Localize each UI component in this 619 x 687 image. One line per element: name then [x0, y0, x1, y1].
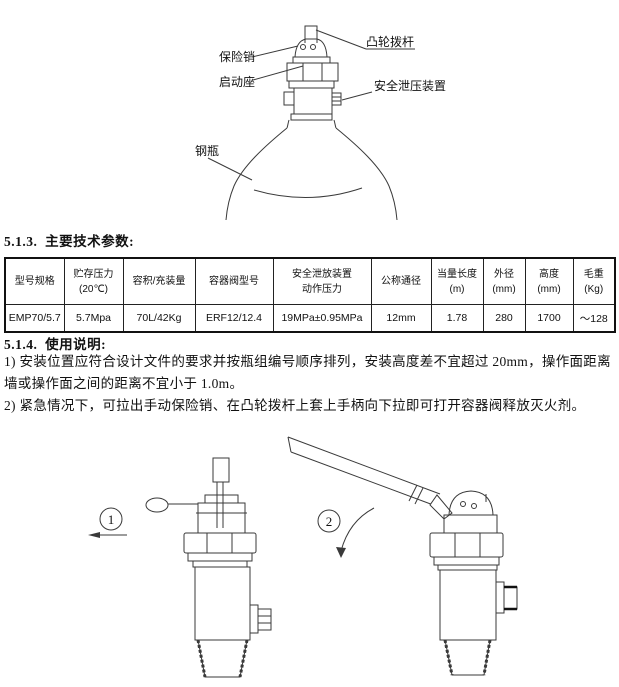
header-volume: 容积/充装量	[122, 257, 196, 305]
step1-number: 1	[108, 512, 115, 527]
thread-hatch	[196, 639, 207, 678]
header-equivalent-length: 当量长度 (m)	[430, 257, 484, 305]
header-gross-weight: 毛重 (Kg)	[572, 257, 616, 305]
value-relief-pressure: 19MPa±0.95MPa	[272, 304, 372, 333]
label-cylinder: 钢瓶	[195, 144, 219, 158]
rotate-direction-arrow	[336, 547, 346, 558]
header-outer-diameter: 外径 (mm)	[482, 257, 526, 305]
header-nominal-diameter: 公称通径	[370, 257, 432, 305]
step2-number: 2	[326, 514, 333, 529]
valve-step2-outline	[287, 436, 518, 676]
operation-diagrams: 1	[88, 436, 518, 678]
cylinder-outline	[225, 119, 398, 221]
thread-hatch	[238, 639, 249, 678]
valve-step1-outline	[145, 457, 272, 678]
header-model: 型号规格	[4, 257, 65, 305]
label-cam-lever: 凸轮拨杆	[366, 35, 414, 49]
label-safety-pin: 保险销	[219, 49, 255, 64]
value-height: 1700	[524, 304, 574, 333]
value-gross-weight: ～128	[572, 304, 616, 333]
header-relief-pressure: 安全泄放装置 动作压力	[272, 257, 372, 305]
instruction-2: 2) 紧急情况下，可拉出手动保险销、在凸轮拨杆上套上手柄向下拉即可打开容器阀释放…	[4, 398, 586, 413]
value-model: EMP70/5.7	[4, 304, 65, 333]
section-314-heading: 5.1.4. 使用说明:	[4, 337, 107, 352]
label-relief-device: 安全泄压装置	[374, 78, 446, 93]
value-outer-diameter: 280	[482, 304, 526, 333]
header-valve-model: 容器阀型号	[194, 257, 274, 305]
pull-direction-arrow	[88, 532, 100, 538]
leader-lines	[207, 29, 415, 181]
section-313-heading: 5.1.3. 主要技术参数:	[4, 234, 135, 249]
value-equivalent-length: 1.78	[430, 304, 484, 333]
value-storage-pressure: 5.7Mpa	[63, 304, 124, 333]
step1-marker: 1	[88, 507, 127, 538]
instruction-1: 1) 安装位置应符合设计文件的要求并按瓶组编号顺序排列，安装高度差不宜超过 20…	[4, 354, 611, 391]
value-valve-model: ERF12/12.4	[194, 304, 274, 333]
table-header-row: 型号规格 贮存压力 (20℃) 容积/充装量 容器阀型号 安全泄放装置 动作压力…	[4, 257, 616, 305]
thread-hatch	[482, 639, 492, 676]
step2-marker: 2	[317, 507, 375, 558]
value-nominal-diameter: 12mm	[370, 304, 432, 333]
thread-hatch	[443, 639, 454, 676]
valve-outline	[283, 25, 342, 121]
table-data-row: EMP70/5.7 5.7Mpa 70L/42Kg ERF12/12.4 19M…	[4, 304, 616, 333]
header-height: 高度 (mm)	[524, 257, 574, 305]
header-storage-pressure: 贮存压力 (20℃)	[63, 257, 124, 305]
value-volume: 70L/42Kg	[122, 304, 196, 333]
spec-table: 型号规格 贮存压力 (20℃) 容积/充装量 容器阀型号 安全泄放装置 动作压力…	[4, 257, 616, 333]
label-starter-seat: 启动座	[219, 74, 255, 89]
cylinder-valve-diagram: 保险销 启动座 凸轮拨杆 安全泄压装置 钢瓶	[195, 25, 446, 221]
